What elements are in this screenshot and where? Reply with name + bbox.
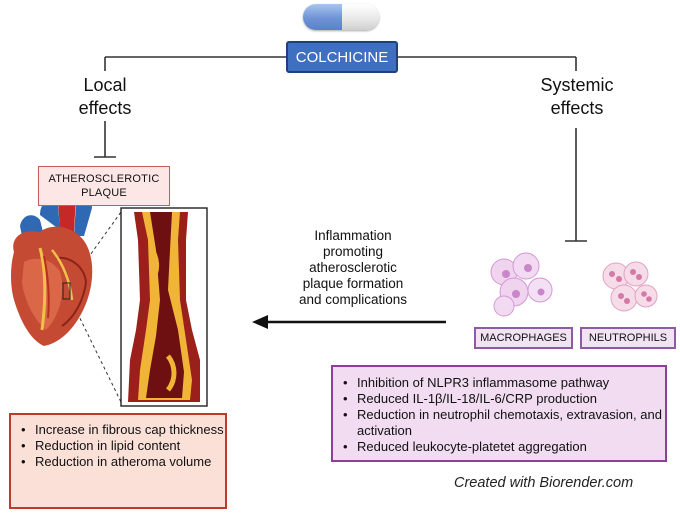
systemic-effects-line1: Systemic bbox=[540, 75, 614, 95]
neutrophils-icon bbox=[602, 261, 658, 312]
macrophages-label: MACROPHAGES bbox=[474, 327, 573, 349]
local-effects-line1: Local bbox=[83, 75, 127, 95]
colchicine-label: COLCHICINE bbox=[295, 48, 389, 66]
inflammation-arrow bbox=[252, 315, 446, 329]
inflammation-line: and complications bbox=[298, 292, 408, 307]
credit-text: Created with Biorender.com bbox=[454, 475, 634, 491]
local-effects-box: Increase in fibrous cap thickness Reduct… bbox=[9, 413, 227, 509]
list-item: Reduction in atheroma volume bbox=[15, 454, 225, 470]
local-effects-list: Increase in fibrous cap thickness Reduct… bbox=[15, 422, 225, 470]
connector-lines bbox=[104, 56, 577, 71]
heart-icon bbox=[11, 189, 93, 346]
local-inhibition-line bbox=[94, 121, 116, 158]
artery-section bbox=[120, 207, 208, 407]
list-item: Reduced IL-1β/IL-18/IL-6/CRP production bbox=[337, 391, 663, 407]
inflammation-line: plaque formation bbox=[302, 276, 404, 291]
macrophages-text: MACROPHAGES bbox=[480, 332, 567, 344]
list-item: Reduction in lipid content bbox=[15, 438, 225, 454]
systemic-inhibition-line bbox=[565, 128, 587, 242]
neutrophils-label: NEUTROPHILS bbox=[580, 327, 676, 349]
list-item: Increase in fibrous cap thickness bbox=[15, 422, 225, 438]
systemic-effects-line2: effects bbox=[550, 98, 604, 118]
atherosclerotic-plaque-box: ATHEROSCLEROTIC PLAQUE bbox=[38, 166, 170, 206]
inflammation-line: atherosclerotic bbox=[309, 260, 397, 275]
systemic-effects-heading: Systemic effects bbox=[522, 74, 632, 120]
inflammation-line: Inflammation bbox=[314, 228, 392, 243]
list-item: Reduction in neutrophil chemotaxis, extr… bbox=[337, 407, 663, 439]
inflammation-line: promoting bbox=[322, 244, 384, 259]
local-effects-line2: effects bbox=[78, 98, 132, 118]
colchicine-box: COLCHICINE bbox=[286, 41, 398, 73]
pill-icon bbox=[303, 4, 379, 30]
plaque-label-line2: PLAQUE bbox=[81, 187, 127, 199]
macrophages-icon bbox=[490, 252, 553, 317]
systemic-effects-list: Inhibition of NLPR3 inflammasome pathway… bbox=[337, 375, 663, 455]
local-effects-heading: Local effects bbox=[56, 74, 154, 120]
inflammation-text: Inflammation promoting atherosclerotic p… bbox=[278, 228, 428, 308]
list-item: Reduced leukocyte-platetet aggregation bbox=[337, 439, 663, 455]
systemic-effects-box: Inhibition of NLPR3 inflammasome pathway… bbox=[331, 365, 667, 462]
neutrophils-text: NEUTROPHILS bbox=[588, 332, 668, 344]
plaque-label-line1: ATHEROSCLEROTIC bbox=[48, 173, 160, 185]
list-item: Inhibition of NLPR3 inflammasome pathway bbox=[337, 375, 663, 391]
